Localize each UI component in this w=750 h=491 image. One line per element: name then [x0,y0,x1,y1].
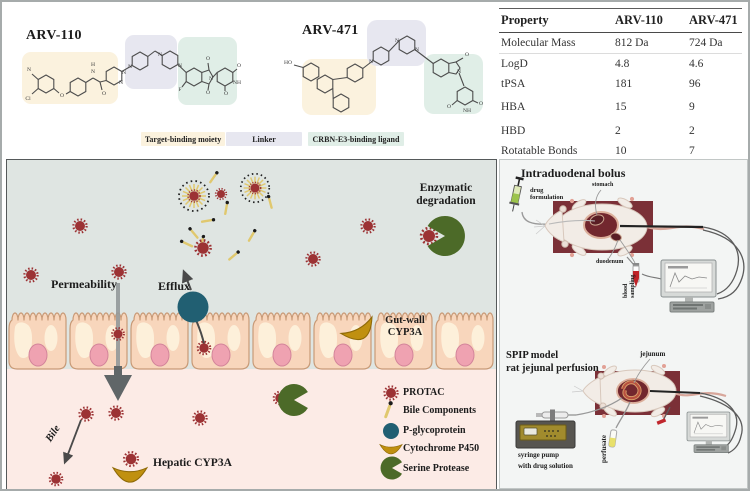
jejunum-loops [621,380,642,401]
hepatic-cyp3a-label: Hepatic CYP3A [153,457,232,469]
atom-label: N [27,67,31,73]
experiments-graphics [509,176,745,454]
cannula-connector [656,418,667,425]
outflow-tube [649,390,701,394]
drug-syringe-icon [509,176,524,212]
gutwall-cyp3a-label: Gut-wall CYP3A [385,315,425,339]
permeability-arrow [104,283,132,401]
arv471-skeleton [293,35,479,113]
permeability-label: Permeability [51,277,117,291]
gut-diagram-panel: Permeability Efflux Enzymatic degradatio… [6,159,497,489]
arv110-linker-highlight [125,35,177,89]
catheter-tube [619,224,704,229]
target-moiety-chip: Target-binding moiety [141,132,225,146]
atom-label: Cl [25,96,31,102]
atom-label: F [178,87,181,93]
atom-label: O [465,52,469,58]
legend-label-protac: PROTAC [403,387,445,398]
atom-label: N [457,69,461,75]
atom-label: N [91,69,95,75]
blood-sampling-label: blood sampling [623,274,636,298]
bolus-diagram [509,176,745,313]
crbn-chip: CRBN-E3-binding ligand [308,132,404,146]
perfusate-vial-icon [608,429,618,448]
experiments-panel: Intraduodenal bolus drug formulation sto… [499,159,748,489]
atom-label: N [178,63,182,69]
col-property: Property [499,8,613,33]
syringe-pump-icon [515,409,576,449]
pump-label-line2: with drug solution [518,462,573,470]
arv471-target-highlight [302,59,376,115]
atom-label: N [415,47,419,53]
rat-spip [571,364,727,418]
computer-monitor-bolus [660,259,717,313]
pgp-icon [177,291,209,323]
drug-formulation-label: drug formulation [530,187,564,202]
pump-label-line1: syringe pump [518,451,560,459]
perfusate-label: perfusate [600,435,608,463]
spip-title-line2: rat jejunal perfusion [506,363,599,374]
atom-label: N [122,70,126,76]
gut-diagram [7,160,496,489]
atom-label: O [206,90,210,96]
col-arv110: ARV-110 [613,8,687,33]
atom-label: NH [233,80,241,86]
table-header-row: Property ARV-110 ARV-471 [499,8,742,33]
jejunum-label: jejunum [640,350,666,358]
atom-label: O [447,104,451,110]
atom-label: N [128,64,132,70]
atom-label: O [102,91,106,97]
atom-label: HO [284,60,292,66]
arv471-structure: HO N N N N O O NH O [284,20,483,115]
legend-icons [379,385,403,480]
linker-chip: Linker [226,132,302,146]
duodenum-label: duodenum [596,259,624,265]
legend-label-cyp450: Cytochrome P450 [403,443,480,454]
atom-label: N [395,38,399,44]
computer-monitor-spip [686,411,731,453]
stomach-label: stomach [592,182,614,188]
legend-label-pgp: P-glycoprotein [403,425,466,436]
atom-label: O [479,101,483,107]
legend-label-bile: Bile Components [403,405,477,416]
atom-label: O [237,63,241,69]
tissue-background [7,369,496,489]
arv110-skeleton [31,50,238,97]
arv110-target-highlight [22,52,118,104]
atom-label: O [60,93,64,99]
atom-label: O [224,91,228,97]
efflux-label: Efflux [157,279,190,293]
pgp-efflux [177,269,212,356]
spip-diagram [515,358,743,454]
pgp-legend-icon [383,423,399,439]
col-arv471: ARV-471 [687,8,742,33]
legend-label-protease: Serine Protease [403,463,470,474]
atom-label: O [206,56,210,62]
atom-label: N [369,59,373,65]
bolus-title: Intraduodenal bolus [521,166,626,180]
bile-arrow [63,419,82,465]
arv471-title: ARV-471 [302,23,359,38]
atom-label: N [209,76,213,82]
spip-title-line1: SPIP model [506,350,559,361]
arv471-crbn-highlight [424,54,483,114]
enzymatic-degradation-label: Enzymatic degradation [416,182,476,208]
atom-label: N [158,52,162,58]
atom-label: NH [463,108,471,114]
arv110-title: ARV-110 [26,28,82,43]
atom-label: H [91,62,95,68]
atom-label: N [119,80,123,86]
blood-vial-icon [626,256,640,287]
